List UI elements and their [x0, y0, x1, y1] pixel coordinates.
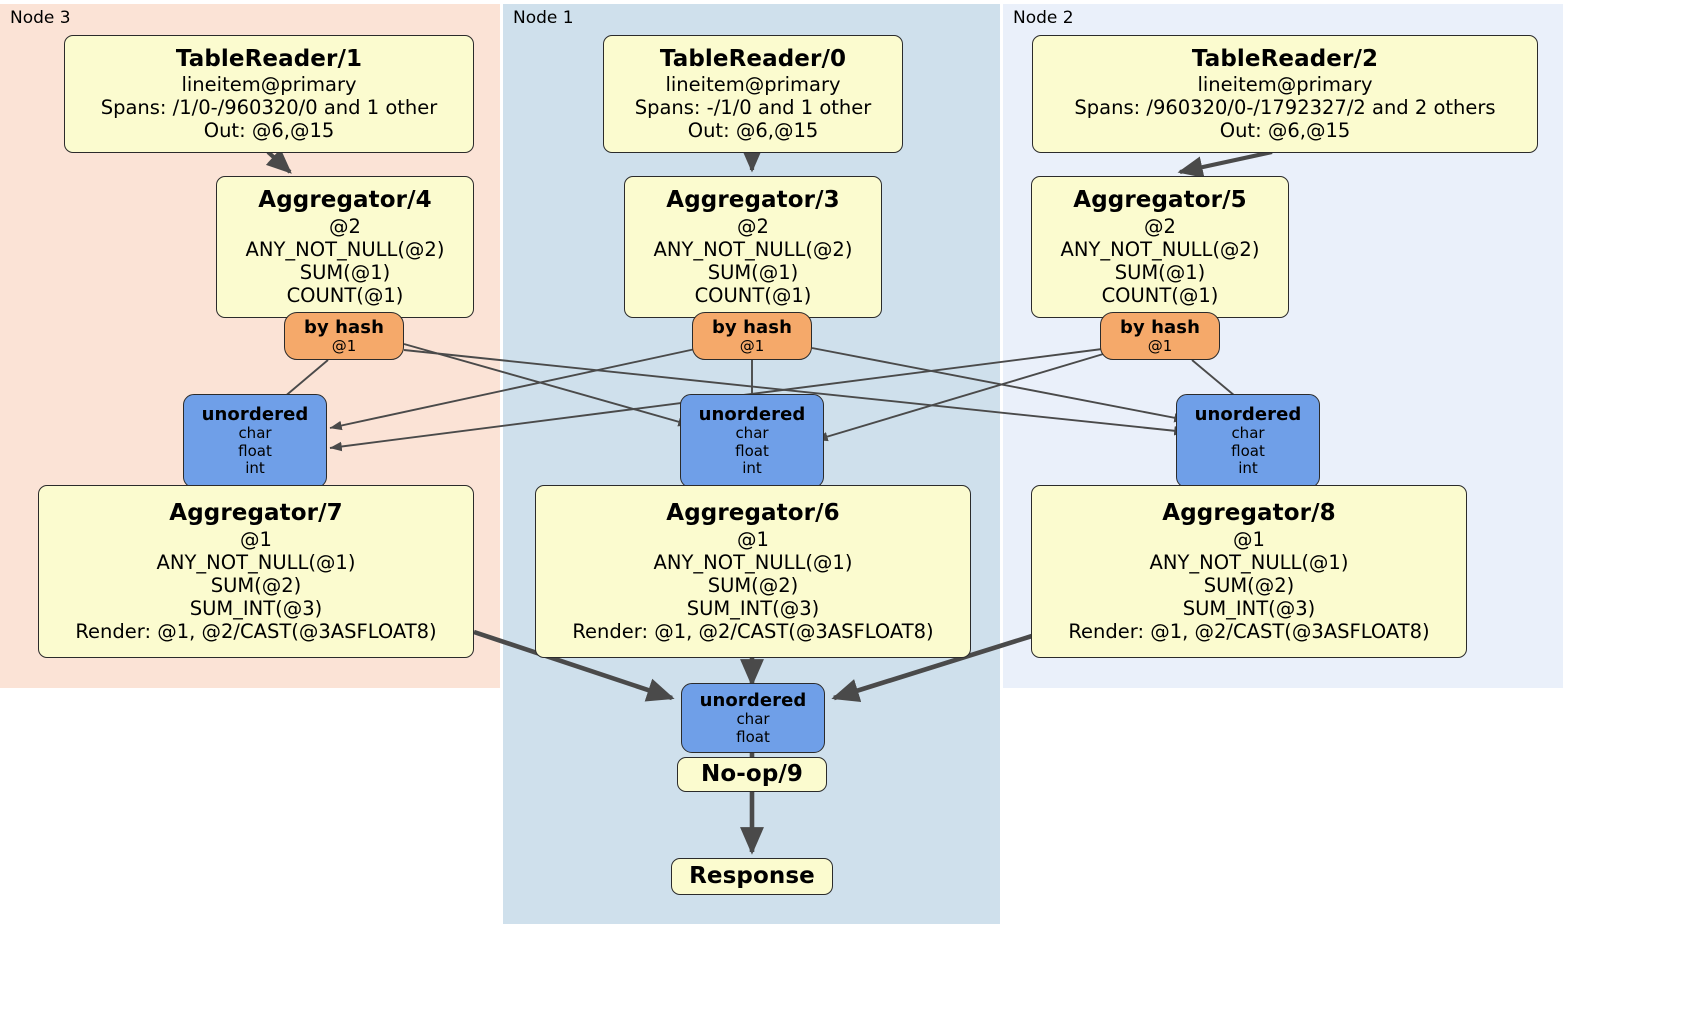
node-region-1-label: Node 1	[513, 8, 574, 28]
node-render-line: Render: @1, @2/CAST(@3ASFLOAT8)	[1068, 619, 1430, 643]
synchronizer-type: char	[736, 709, 770, 728]
node-aggregator-5[interactable]: Aggregator/5 @2 ANY_NOT_NULL(@2) SUM(@1)…	[1031, 176, 1289, 318]
router-title: by hash	[711, 316, 793, 338]
node-detail-line: ANY_NOT_NULL(@1)	[156, 550, 356, 574]
node-detail-line: SUM_INT(@3)	[686, 596, 820, 620]
node-region-2-label: Node 2	[1013, 8, 1074, 28]
node-detail-line: Out: @6,@15	[687, 119, 819, 143]
node-detail-line: COUNT(@1)	[1101, 283, 1219, 307]
node-title: TableReader/1	[175, 45, 363, 72]
synchronizer-type: int	[742, 459, 762, 478]
node-aggregator-3[interactable]: Aggregator/3 @2 ANY_NOT_NULL(@2) SUM(@1)…	[624, 176, 882, 318]
node-title: Aggregator/6	[666, 500, 840, 527]
node-table-reader-0[interactable]: TableReader/0 lineitem@primary Spans: -/…	[603, 35, 903, 153]
synchronizer-title: unordered	[1194, 403, 1302, 425]
node-detail-line: SUM(@1)	[707, 260, 799, 284]
node-no-op-9[interactable]: No-op/9	[677, 757, 827, 792]
synchronizer-title: unordered	[699, 689, 807, 711]
node-title: Aggregator/3	[666, 187, 840, 214]
node-title: Aggregator/5	[1073, 187, 1247, 214]
node-detail-line: COUNT(@1)	[286, 283, 404, 307]
synchronizer-type: float	[736, 727, 770, 746]
synchronizer-type: char	[735, 424, 769, 443]
node-detail-line: SUM_INT(@3)	[1182, 596, 1316, 620]
node-detail-line: ANY_NOT_NULL(@2)	[653, 237, 853, 261]
node-detail-line: Out: @6,@15	[1219, 119, 1351, 143]
node-title: Aggregator/7	[169, 500, 343, 527]
router-detail-line: @1	[331, 336, 357, 355]
node-detail-line: lineitem@primary	[181, 73, 357, 97]
node-title: TableReader/2	[1191, 45, 1379, 72]
node-response[interactable]: Response	[671, 858, 833, 895]
synchronizer-type: int	[245, 459, 265, 478]
synchronizer-unordered-left[interactable]: unordered char float int	[183, 394, 327, 488]
synchronizer-unordered-final[interactable]: unordered char float	[681, 683, 825, 753]
node-title: TableReader/0	[659, 45, 847, 72]
node-detail-line: SUM_INT(@3)	[189, 596, 323, 620]
node-table-reader-1[interactable]: TableReader/1 lineitem@primary Spans: /1…	[64, 35, 474, 153]
node-table-reader-2[interactable]: TableReader/2 lineitem@primary Spans: /9…	[1032, 35, 1538, 153]
node-render-line: Render: @1, @2/CAST(@3ASFLOAT8)	[572, 619, 934, 643]
node-detail-line: ANY_NOT_NULL(@1)	[1149, 550, 1349, 574]
node-detail-line: Spans: -/1/0 and 1 other	[634, 96, 872, 120]
synchronizer-title: unordered	[201, 403, 309, 425]
node-detail-line: lineitem@primary	[665, 73, 841, 97]
node-detail-line: COUNT(@1)	[694, 283, 812, 307]
node-title: Response	[689, 862, 815, 889]
node-detail-line: SUM(@2)	[707, 573, 799, 597]
node-detail-line: Spans: /960320/0-/1792327/2 and 2 others	[1074, 96, 1496, 120]
synchronizer-type: int	[1238, 459, 1258, 478]
router-title: by hash	[1119, 316, 1201, 338]
node-detail-line: SUM(@2)	[1203, 573, 1295, 597]
synchronizer-type: float	[1231, 441, 1265, 460]
node-detail-line: SUM(@1)	[1114, 260, 1206, 284]
node-aggregator-7[interactable]: Aggregator/7 @1 ANY_NOT_NULL(@1) SUM(@2)…	[38, 485, 474, 658]
node-detail-line: lineitem@primary	[1197, 73, 1373, 97]
node-aggregator-8[interactable]: Aggregator/8 @1 ANY_NOT_NULL(@1) SUM(@2)…	[1031, 485, 1467, 658]
router-detail-line: @1	[1147, 336, 1173, 355]
node-title: No-op/9	[701, 760, 803, 787]
node-detail-line: @2	[737, 214, 769, 238]
node-aggregator-4[interactable]: Aggregator/4 @2 ANY_NOT_NULL(@2) SUM(@1)…	[216, 176, 474, 318]
node-detail-line: Spans: /1/0-/960320/0 and 1 other	[100, 96, 438, 120]
node-detail-line: Out: @6,@15	[203, 119, 335, 143]
router-by-hash-center[interactable]: by hash @1	[692, 312, 812, 360]
node-detail-line: SUM(@2)	[210, 573, 302, 597]
node-detail-line: @2	[1144, 214, 1176, 238]
node-detail-line: SUM(@1)	[299, 260, 391, 284]
node-detail-line: ANY_NOT_NULL(@2)	[1060, 237, 1260, 261]
node-detail-line: @1	[1233, 527, 1265, 551]
synchronizer-type: char	[1231, 424, 1265, 443]
router-by-hash-right[interactable]: by hash @1	[1100, 312, 1220, 360]
synchronizer-unordered-right[interactable]: unordered char float int	[1176, 394, 1320, 488]
node-detail-line: ANY_NOT_NULL(@2)	[245, 237, 445, 261]
node-detail-line: @1	[737, 527, 769, 551]
node-detail-line: @1	[240, 527, 272, 551]
node-detail-line: @2	[329, 214, 361, 238]
synchronizer-type: float	[238, 441, 272, 460]
node-title: Aggregator/4	[258, 187, 432, 214]
router-title: by hash	[303, 316, 385, 338]
synchronizer-type: float	[735, 441, 769, 460]
synchronizer-title: unordered	[698, 403, 806, 425]
node-aggregator-6[interactable]: Aggregator/6 @1 ANY_NOT_NULL(@1) SUM(@2)…	[535, 485, 971, 658]
synchronizer-type: char	[238, 424, 272, 443]
router-detail-line: @1	[739, 336, 765, 355]
node-title: Aggregator/8	[1162, 500, 1336, 527]
node-region-3-label: Node 3	[10, 8, 71, 28]
node-render-line: Render: @1, @2/CAST(@3ASFLOAT8)	[75, 619, 437, 643]
synchronizer-unordered-center[interactable]: unordered char float int	[680, 394, 824, 488]
router-by-hash-left[interactable]: by hash @1	[284, 312, 404, 360]
node-detail-line: ANY_NOT_NULL(@1)	[653, 550, 853, 574]
